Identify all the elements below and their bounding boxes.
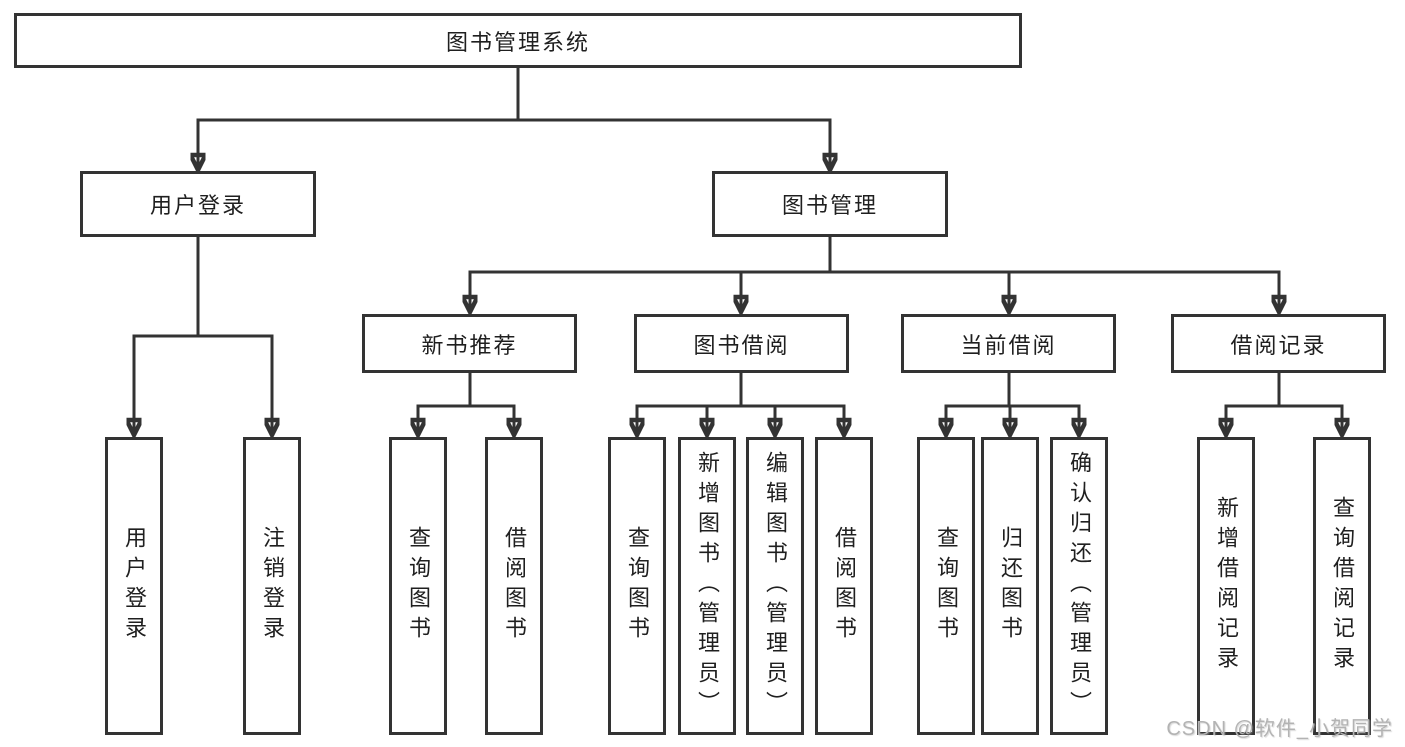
node-user-login: 用户登录 <box>80 171 316 237</box>
node-label: 新增借阅记录 <box>1214 496 1239 676</box>
leaf-confirm-return-admin: 确认归还（管理员） <box>1050 437 1108 735</box>
node-label: 借阅记录 <box>1230 332 1327 358</box>
leaf-query-books-current: 查询图书 <box>917 437 975 735</box>
node-label: 归还图书 <box>998 526 1023 646</box>
node-label: 查询图书 <box>934 526 959 646</box>
node-current-borrow: 当前借阅 <box>901 314 1116 373</box>
node-label: 当前借阅 <box>960 332 1057 358</box>
node-label: 确认归还（管理员） <box>1067 451 1092 721</box>
node-label: 编辑图书（管理员） <box>763 451 788 721</box>
node-new-book-recommend: 新书推荐 <box>362 314 577 373</box>
node-label: 查询图书 <box>406 526 431 646</box>
leaf-borrow-books-recommend: 借阅图书 <box>485 437 543 735</box>
leaf-logout: 注销登录 <box>243 437 301 735</box>
leaf-user-login: 用户登录 <box>105 437 163 735</box>
leaf-return-book: 归还图书 <box>981 437 1039 735</box>
leaf-query-books-recommend: 查询图书 <box>389 437 447 735</box>
node-book-borrow: 图书借阅 <box>634 314 849 373</box>
leaf-edit-book-admin: 编辑图书（管理员） <box>746 437 804 735</box>
node-label: 图书借阅 <box>693 332 790 358</box>
node-label: 用户登录 <box>122 526 147 646</box>
node-borrow-records: 借阅记录 <box>1171 314 1386 373</box>
leaf-add-borrow-record: 新增借阅记录 <box>1197 437 1255 735</box>
node-label: 借阅图书 <box>502 526 527 646</box>
leaf-borrow-books: 借阅图书 <box>815 437 873 735</box>
node-label: 注销登录 <box>260 526 285 646</box>
node-label: 借阅图书 <box>832 526 857 646</box>
csdn-watermark: CSDN @软件_小贺同学 <box>1166 718 1393 740</box>
node-label: 查询借阅记录 <box>1330 496 1355 676</box>
node-label: 图书管理系统 <box>445 29 590 55</box>
node-book-management: 图书管理 <box>712 171 948 237</box>
leaf-query-books-borrow: 查询图书 <box>608 437 666 735</box>
node-label: 图书管理 <box>781 193 878 218</box>
node-library-management-system: 图书管理系统 <box>14 13 1022 68</box>
node-label: 用户登录 <box>149 193 246 218</box>
leaf-add-book-admin: 新增图书（管理员） <box>678 437 736 735</box>
node-label: 新增图书（管理员） <box>695 451 720 721</box>
leaf-query-borrow-record: 查询借阅记录 <box>1313 437 1371 735</box>
node-label: 新书推荐 <box>421 332 518 358</box>
node-label: 查询图书 <box>625 526 650 646</box>
